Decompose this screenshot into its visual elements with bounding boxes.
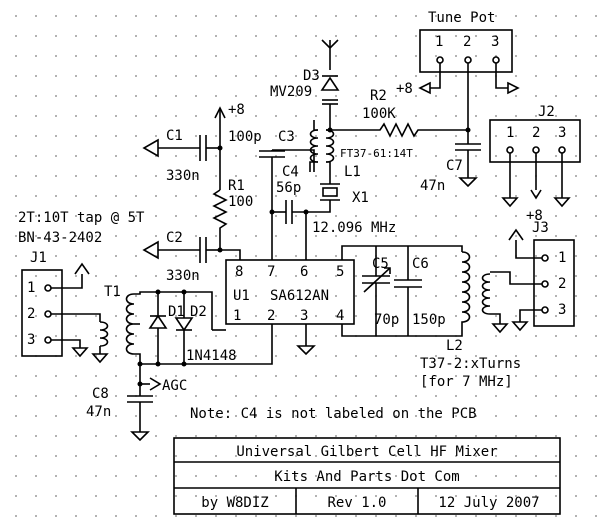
j1-pin2-label: 2: [27, 306, 35, 322]
x1-freq: 12.096 MHz: [312, 220, 396, 236]
u1-mixer-ic: 8 7 6 5 U1 SA612AN 1 2 3 4: [140, 259, 355, 365]
t1-tap: 2T:10T tap @ 5T: [18, 210, 145, 226]
title-block: Universal Gilbert Cell HF Mixer Kits And…: [173, 437, 561, 515]
tune-pot-title: Tune Pot: [428, 10, 495, 26]
c5-value: 70p: [374, 312, 399, 328]
j2-pin3-label: 3: [558, 125, 566, 141]
u1-pin6: 6: [300, 264, 308, 280]
tune-pot-pin2-label: 2: [463, 34, 471, 50]
u1-ref: U1: [233, 288, 250, 304]
diodes-part: 1N4148: [186, 348, 237, 364]
l2-note1: T37-2:xTurns: [420, 356, 521, 372]
title-block-company: Kits And Parts Dot Com: [274, 469, 459, 485]
c7-capacitor: C7 47n: [420, 132, 481, 194]
ground-arrow-icon: [142, 138, 159, 158]
x1-crystal: X1 12.096 MHz: [306, 175, 396, 236]
c3-value: 100p: [228, 129, 262, 145]
t1-transformer: 2T:10T tap @ 5T BN-43-2402 T1: [18, 210, 213, 384]
c8-agc: AGC C8 47n: [86, 377, 187, 442]
j2-supply-label: +8: [526, 208, 543, 224]
c2-value: 330n: [166, 268, 200, 284]
t1-core: BN-43-2402: [18, 230, 102, 246]
u1-pin7: 7: [267, 264, 275, 280]
r1-value: 100: [228, 194, 253, 210]
l1-ref: L1: [344, 164, 361, 180]
c3-ref: C3: [278, 129, 295, 145]
j3-label: J3: [532, 220, 549, 236]
j1-label: J1: [30, 250, 47, 266]
j1-pin3-label: 3: [27, 332, 35, 348]
c6-value: 150p: [412, 312, 446, 328]
tune-pot-supply-label: +8: [396, 81, 413, 97]
l2-note2: [for 7 MHz]: [420, 374, 513, 390]
c8-ref: C8: [92, 386, 109, 402]
d2-ref: D2: [190, 304, 207, 320]
ground-arrow-icon: [142, 240, 159, 260]
l1-core: FT37-61:14T: [340, 147, 413, 160]
tune-pot-pin1-label: 1: [435, 34, 443, 50]
d3-part: MV209: [270, 84, 312, 100]
u1-pin5: 5: [336, 264, 344, 280]
c1-value: 330n: [166, 168, 200, 184]
c5-ref: C5: [372, 256, 389, 272]
j1-connector: J1 1 2 3: [21, 250, 101, 358]
d1-d2-diodes: D1 D2 1N4148: [148, 289, 237, 367]
r1-ref: R1: [228, 178, 245, 194]
u1-pin8: 8: [235, 264, 243, 280]
t1-ref: T1: [104, 284, 121, 300]
title-block-author: by W8DIZ: [201, 495, 268, 511]
u1-pin2: 2: [267, 308, 275, 324]
x1-ref: X1: [352, 190, 369, 206]
title-block-title: Universal Gilbert Cell HF Mixer: [236, 444, 497, 460]
r2-value: 100K: [362, 106, 396, 122]
j2-connector: J2 1 2 3 +8: [489, 104, 581, 224]
u1-part: SA612AN: [270, 288, 329, 304]
c7-ref: C7: [446, 158, 463, 174]
supply-r1-c1: +8 C1 330n R1 100 C2 330n: [142, 102, 253, 284]
c2-ref: C2: [166, 230, 183, 246]
d3-ref: D3: [303, 68, 320, 84]
u1-pin4: 4: [336, 308, 344, 324]
r2-resistor: R2 100K: [327, 88, 471, 138]
j3-pin1-label: 1: [558, 250, 566, 266]
j3-pin3-label: 3: [558, 302, 566, 318]
d1-ref: D1: [168, 304, 185, 320]
title-block-date: 12 July 2007: [438, 495, 539, 511]
pcb-note: Note: C4 is not labeled on the PCB: [190, 406, 477, 422]
l1-transformer: FT37-61:14T L1: [309, 120, 413, 180]
supply-label: +8: [228, 102, 245, 118]
title-block-rev: Rev 1.0: [327, 495, 386, 511]
l2-ref: L2: [446, 338, 463, 354]
c3-capacitor: 100p C3: [228, 129, 315, 260]
c4-capacitor: C4 56p: [272, 164, 309, 260]
c4-value: 56p: [276, 180, 301, 196]
tune-pot-connector: Tune Pot 1 2 3 +8: [396, 10, 520, 132]
j2-pin2-label: 2: [532, 125, 540, 141]
j2-label: J2: [538, 104, 555, 120]
c8-value: 47n: [86, 404, 111, 420]
ground-arrow-icon: [507, 81, 520, 95]
j3-connector: J3 1 2 3: [490, 220, 575, 334]
c7-value: 47n: [420, 178, 445, 194]
j2-pin1-label: 1: [506, 125, 514, 141]
r2-ref: R2: [370, 88, 387, 104]
u1-pin3: 3: [300, 308, 308, 324]
c1-ref: C1: [166, 128, 183, 144]
l2-tank: C5 70p C6 150p L2 T37-2:xTurns [for 7 MH…: [341, 245, 521, 390]
supply-arrow-icon: [418, 81, 431, 95]
agc-label: AGC: [162, 378, 187, 394]
c6-ref: C6: [412, 256, 429, 272]
j3-pin2-label: 2: [558, 276, 566, 292]
j1-pin1-label: 1: [27, 280, 35, 296]
u1-pin1: 1: [233, 308, 241, 324]
tune-pot-pin3-label: 3: [491, 34, 499, 50]
c4-ref: C4: [282, 164, 299, 180]
d3-varactor: D3 MV209: [270, 39, 340, 130]
